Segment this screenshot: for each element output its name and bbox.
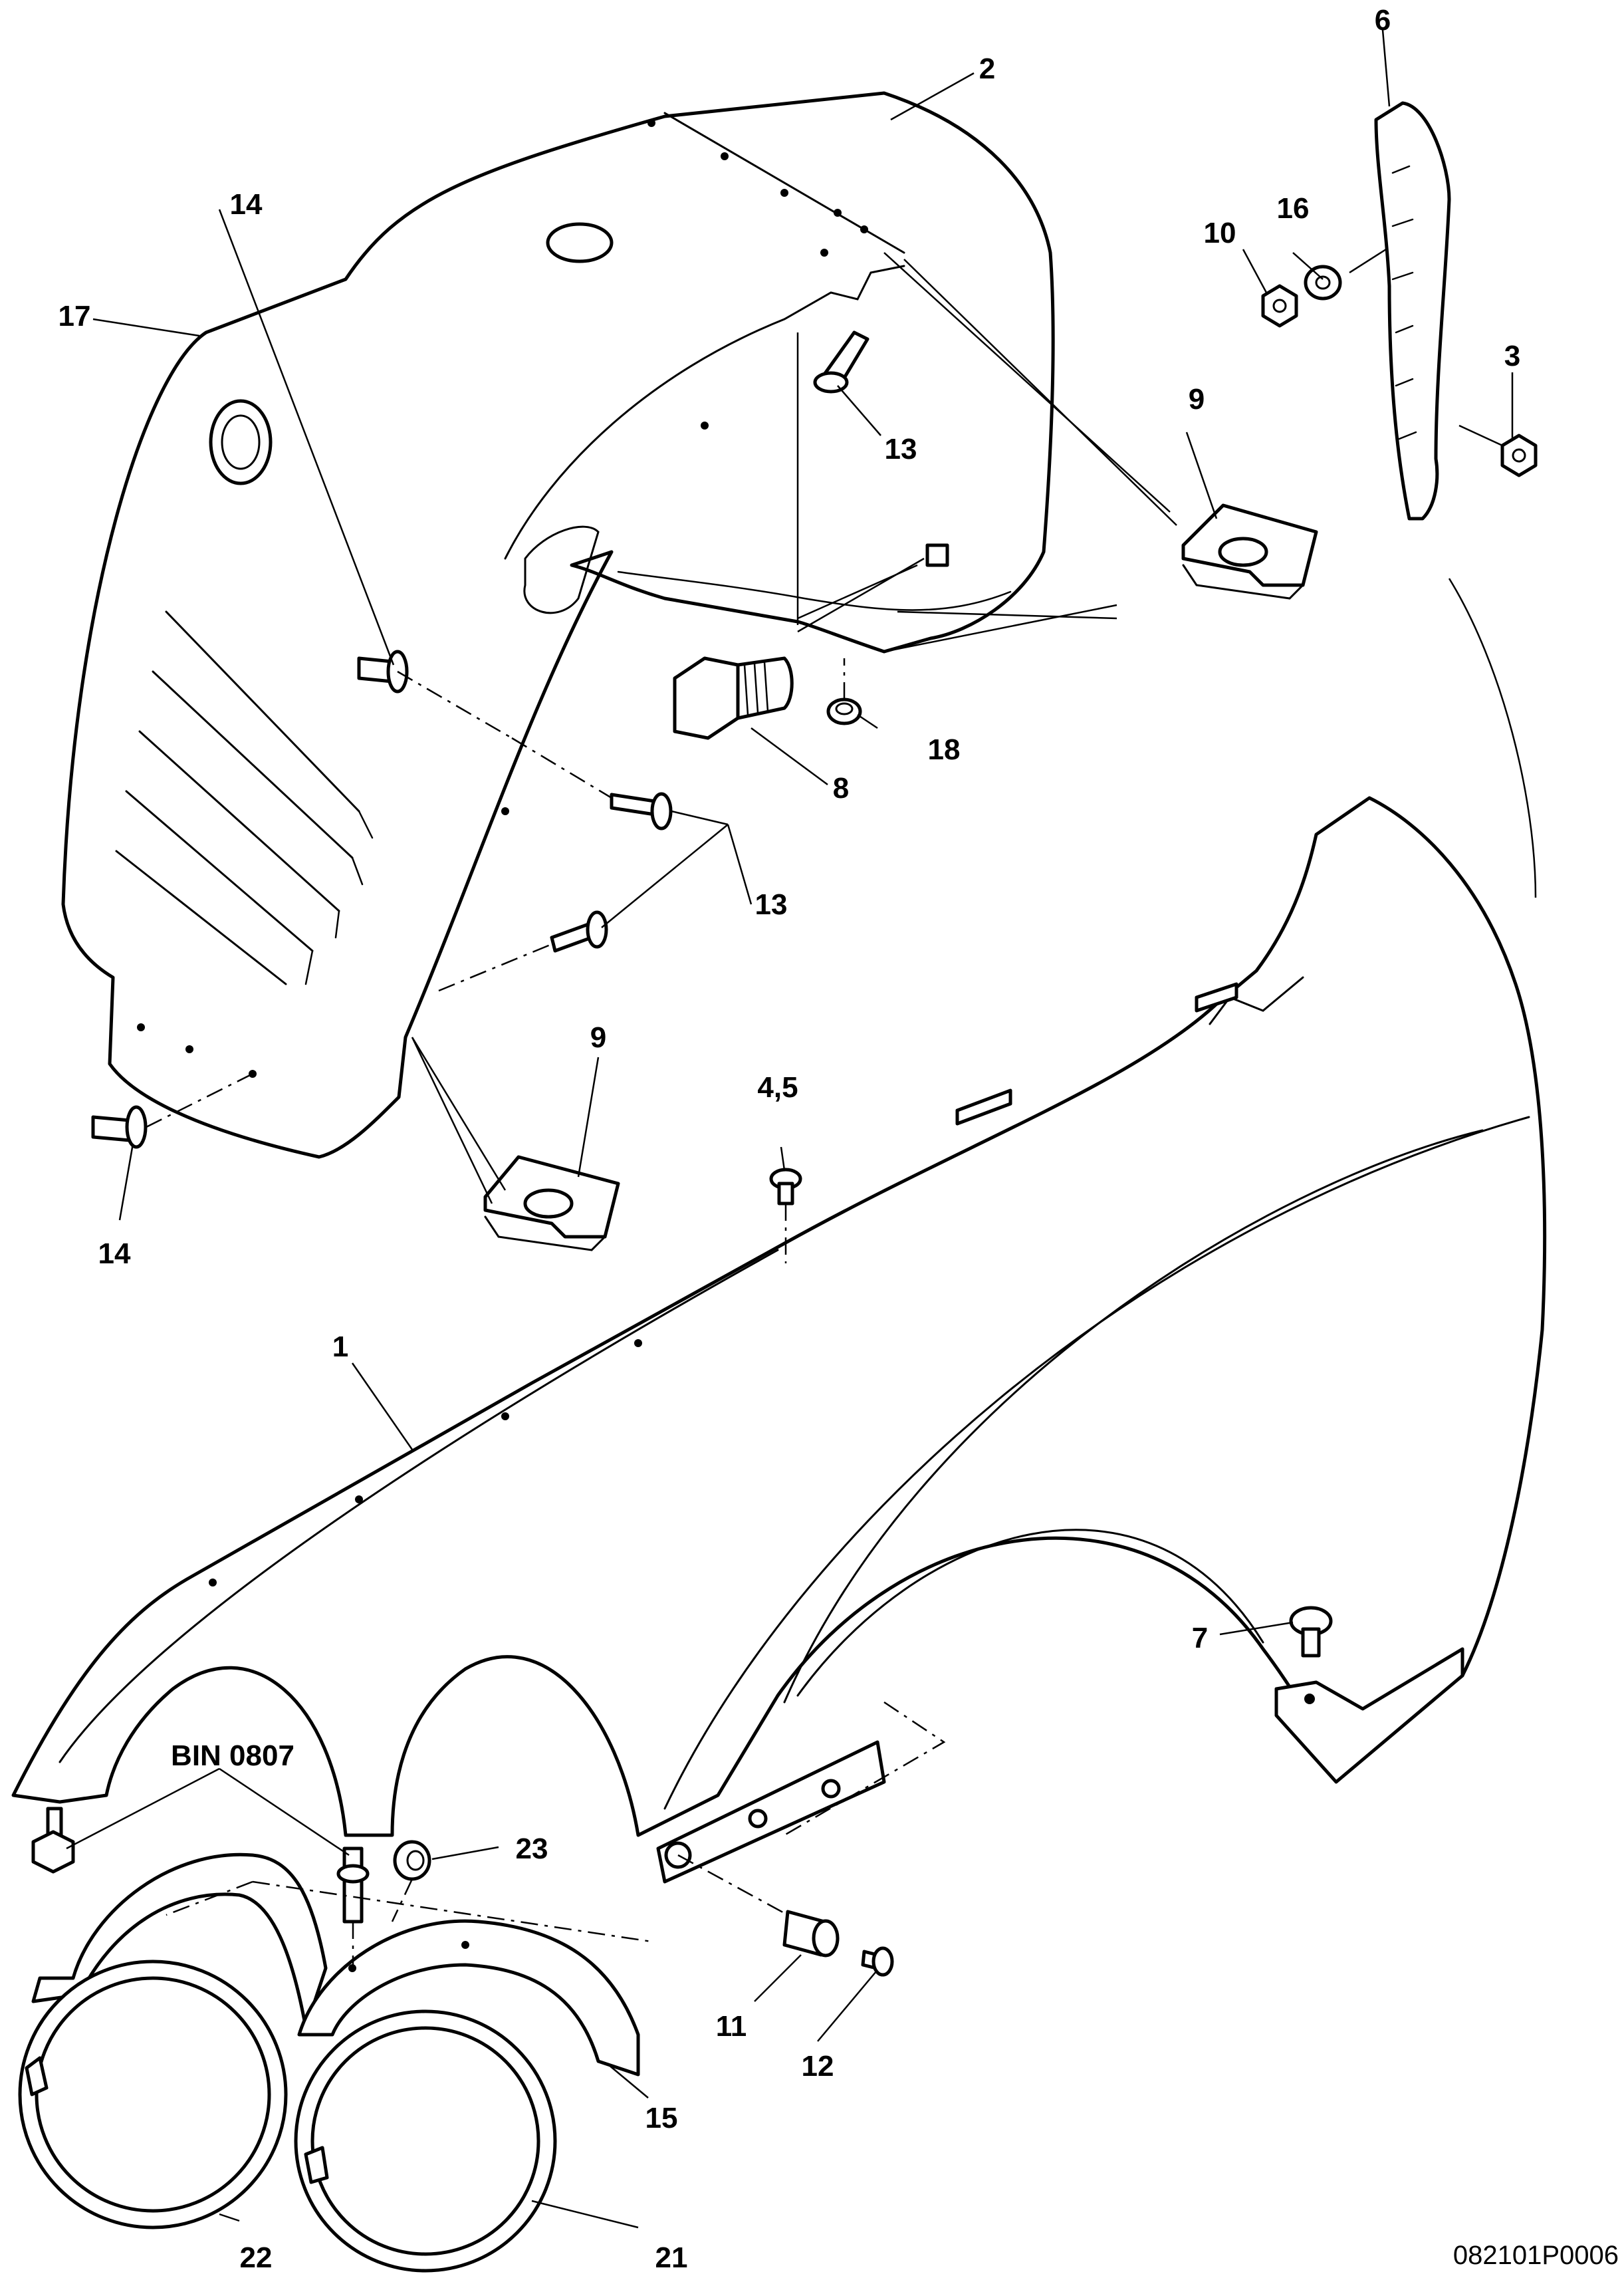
callout-9-lower: 9 [590,1021,606,1054]
callout-labels: 1 2 3 4,5 6 7 8 9 9 10 11 12 13 13 14 14… [58,4,1521,2274]
callout-21: 21 [655,2241,688,2274]
assembly-lines [146,252,1537,1968]
wheel-arch-liner [61,91,1055,1159]
callout-leaders [66,29,1514,2229]
callout-8: 8 [833,772,849,805]
callout-4-5: 4,5 [757,1071,798,1104]
callout-17: 17 [58,300,91,332]
callout-14-upper: 14 [230,188,263,221]
callout-18: 18 [928,733,961,766]
rivet-14-lower [91,1105,148,1149]
callout-6: 6 [1375,4,1391,37]
spring-clip-lower [483,1155,620,1251]
screw-13-lower [550,910,608,953]
callout-13-upper: 13 [885,433,917,465]
callout-11: 11 [716,2010,747,2043]
callout-bin-0807: BIN 0807 [171,1739,294,1772]
callout-15: 15 [645,2102,678,2134]
headlamp-ring-22 [18,1960,288,2229]
callout-13-lower: 13 [755,888,788,921]
nut-10 [1261,284,1298,328]
reference-code: 082101P0006 [1453,2241,1619,2270]
callout-14-lower: 14 [98,1237,131,1270]
front-wing-panel [11,796,1547,1884]
screw-13-middle [610,792,673,830]
bolt-4-5 [769,1168,802,1205]
stud [336,1846,370,1924]
spacer-11 [782,1910,840,1958]
retaining-clip-8 [673,656,794,740]
callout-1: 1 [332,1331,348,1363]
callout-22: 22 [240,2241,273,2274]
nut-3 [1500,434,1538,477]
callout-23: 23 [516,1833,548,1865]
nut-23 [393,1840,431,1881]
bolt-bin-0807 [31,1807,75,1874]
wing-trim-strip [1374,101,1451,521]
washer-16 [1304,265,1342,301]
callout-7: 7 [1192,1622,1208,1654]
spring-clip-upper [1181,503,1318,600]
callout-10: 10 [1204,217,1236,249]
headlamp-ring-21 [294,2009,557,2273]
bolt-7 [1289,1606,1333,1658]
callout-9-upper: 9 [1189,383,1205,416]
callout-3: 3 [1504,340,1520,372]
callout-2: 2 [979,53,995,85]
callout-12: 12 [802,2050,834,2083]
screw-12 [861,1946,894,1977]
callout-16: 16 [1277,192,1310,225]
grommet-18 [826,698,862,725]
headlamp-bracket-15 [31,1852,640,2077]
